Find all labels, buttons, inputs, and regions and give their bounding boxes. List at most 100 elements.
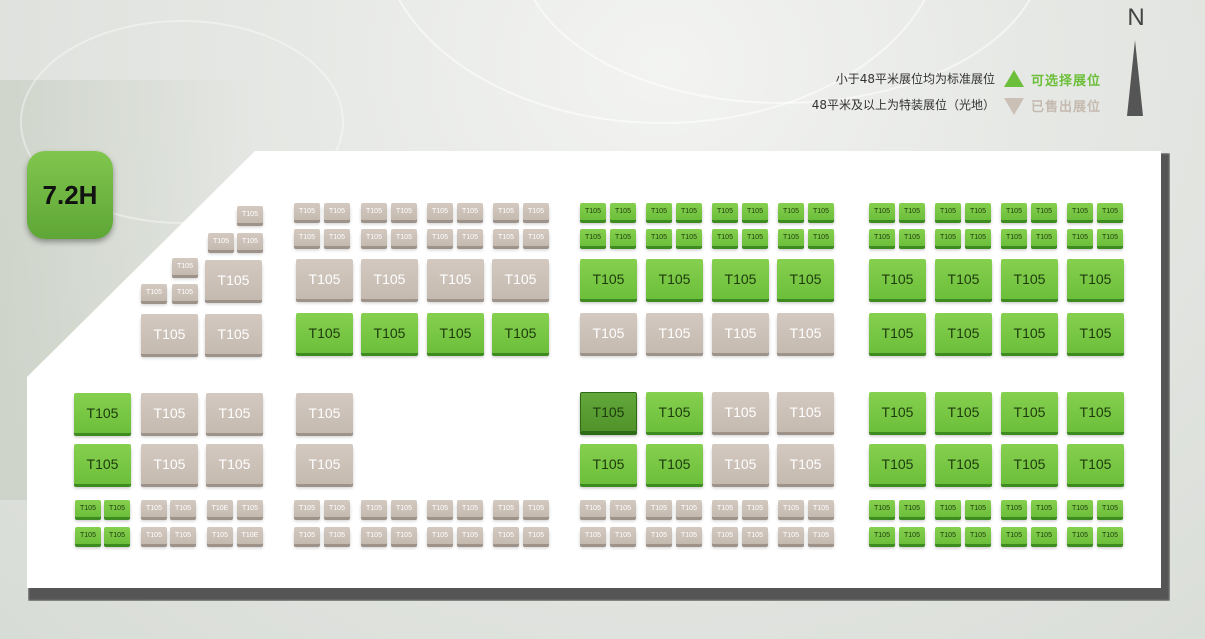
booth-small[interactable]: T105 xyxy=(712,203,738,220)
booth-large[interactable]: T105 xyxy=(1001,313,1058,353)
booth-small[interactable]: T105 xyxy=(742,203,768,220)
booth-small: T105 xyxy=(523,500,549,517)
booth-small[interactable]: T105 xyxy=(742,229,768,246)
booth-small[interactable]: T105 xyxy=(869,229,895,246)
booth-large[interactable]: T105 xyxy=(935,444,992,484)
hall-badge: 7.2H xyxy=(27,151,113,239)
booth-small[interactable]: T105 xyxy=(1001,229,1027,246)
booth-large[interactable]: T105 xyxy=(935,259,992,299)
booth-small[interactable]: T105 xyxy=(1031,500,1057,517)
booth-large[interactable]: T105 xyxy=(74,393,131,433)
booth-large[interactable]: T105 xyxy=(1067,444,1124,484)
booth-small: T105 xyxy=(493,527,519,544)
booth-small[interactable]: T105 xyxy=(1097,527,1123,544)
booth-small[interactable]: T105 xyxy=(808,203,834,220)
booth-small[interactable]: T105 xyxy=(869,500,895,517)
booth-small[interactable]: T105 xyxy=(935,500,961,517)
booth-large[interactable]: T105 xyxy=(492,313,549,353)
booth-small: T105 xyxy=(742,500,768,517)
booth-large: T105 xyxy=(646,313,703,353)
booth-small: T105 xyxy=(493,203,519,220)
booth-large[interactable]: T105 xyxy=(869,313,926,353)
booth-small[interactable]: T105 xyxy=(935,527,961,544)
booth-small[interactable]: T105 xyxy=(1067,229,1093,246)
booth-small[interactable]: T105 xyxy=(899,203,925,220)
booth-small: T105 xyxy=(457,229,483,246)
booth-large[interactable]: T105 xyxy=(580,259,637,299)
booth-large[interactable]: T105 xyxy=(1067,392,1124,432)
booth-large[interactable]: T105 xyxy=(580,392,637,432)
booth-large[interactable]: T105 xyxy=(777,259,834,299)
booth-small[interactable]: T105 xyxy=(965,527,991,544)
booth-small[interactable]: T105 xyxy=(965,500,991,517)
booth-large[interactable]: T105 xyxy=(296,313,353,353)
booth-small[interactable]: T105 xyxy=(1067,500,1093,517)
booth-small: T105 xyxy=(141,527,167,544)
booth-large[interactable]: T105 xyxy=(74,444,131,484)
booth-large[interactable]: T105 xyxy=(1067,313,1124,353)
booth-large[interactable]: T105 xyxy=(1001,259,1058,299)
booth-small[interactable]: T105 xyxy=(1031,229,1057,246)
booth-large[interactable]: T105 xyxy=(1067,259,1124,299)
booth-small[interactable]: T105 xyxy=(104,500,130,517)
booth-large[interactable]: T105 xyxy=(712,259,769,299)
booth-small: T105 xyxy=(742,527,768,544)
booth-small[interactable]: T105 xyxy=(935,203,961,220)
booth-large[interactable]: T105 xyxy=(869,444,926,484)
booth-small[interactable]: T105 xyxy=(1097,203,1123,220)
booth-small[interactable]: T105 xyxy=(1097,500,1123,517)
booth-small[interactable]: T105 xyxy=(778,203,804,220)
booth-large[interactable]: T105 xyxy=(646,444,703,484)
booth-small[interactable]: T105 xyxy=(965,229,991,246)
booth-small[interactable]: T105 xyxy=(1067,527,1093,544)
booth-large[interactable]: T105 xyxy=(646,259,703,299)
booth-small[interactable]: T105 xyxy=(104,527,130,544)
booth-small[interactable]: T105 xyxy=(712,229,738,246)
booth-large[interactable]: T105 xyxy=(1001,392,1058,432)
booth-small[interactable]: T105 xyxy=(610,229,636,246)
booth-small[interactable]: T105 xyxy=(899,229,925,246)
booth-small: T105 xyxy=(207,527,233,544)
booth-small[interactable]: T105 xyxy=(935,229,961,246)
booth-small[interactable]: T105 xyxy=(869,203,895,220)
booth-large[interactable]: T105 xyxy=(1001,444,1058,484)
booth-small[interactable]: T105 xyxy=(1031,203,1057,220)
booth-small[interactable]: T105 xyxy=(676,229,702,246)
booth-small[interactable]: T105 xyxy=(75,527,101,544)
booth-large[interactable]: T105 xyxy=(869,392,926,432)
booth-small[interactable]: T105 xyxy=(778,229,804,246)
booth-small: T105 xyxy=(610,527,636,544)
booth-large[interactable]: T105 xyxy=(935,392,992,432)
booth-small: T105 xyxy=(324,203,350,220)
booth-small[interactable]: T105 xyxy=(610,203,636,220)
booth-large[interactable]: T105 xyxy=(361,313,418,353)
north-label: N xyxy=(1127,4,1145,31)
booth-small[interactable]: T105 xyxy=(808,229,834,246)
booth-small[interactable]: T105 xyxy=(75,500,101,517)
booth-small[interactable]: T105 xyxy=(1031,527,1057,544)
booth-large[interactable]: T105 xyxy=(646,392,703,432)
booth-small[interactable]: T105 xyxy=(869,527,895,544)
booth-small[interactable]: T105 xyxy=(646,203,672,220)
booth-small: T105 xyxy=(361,500,387,517)
booth-small: T105 xyxy=(294,527,320,544)
booth-large[interactable]: T105 xyxy=(580,444,637,484)
booth-large[interactable]: T105 xyxy=(869,259,926,299)
booth-small[interactable]: T105 xyxy=(580,229,606,246)
booth-large: T105 xyxy=(580,313,637,353)
booth-large[interactable]: T105 xyxy=(427,313,484,353)
booth-large[interactable]: T105 xyxy=(935,313,992,353)
booth-small[interactable]: T105 xyxy=(580,203,606,220)
booth-small[interactable]: T105 xyxy=(646,229,672,246)
booth-small[interactable]: T105 xyxy=(1067,203,1093,220)
booth-small[interactable]: T105 xyxy=(676,203,702,220)
booth-small[interactable]: T105 xyxy=(899,500,925,517)
booth-small: T105 xyxy=(457,527,483,544)
booth-small[interactable]: T105 xyxy=(1001,203,1027,220)
booth-small[interactable]: T105 xyxy=(1001,527,1027,544)
booth-small[interactable]: T105 xyxy=(1097,229,1123,246)
booth-small[interactable]: T105 xyxy=(965,203,991,220)
booth-small[interactable]: T105 xyxy=(1001,500,1027,517)
booth-small[interactable]: T105 xyxy=(899,527,925,544)
booth-small: T105 xyxy=(208,233,234,250)
